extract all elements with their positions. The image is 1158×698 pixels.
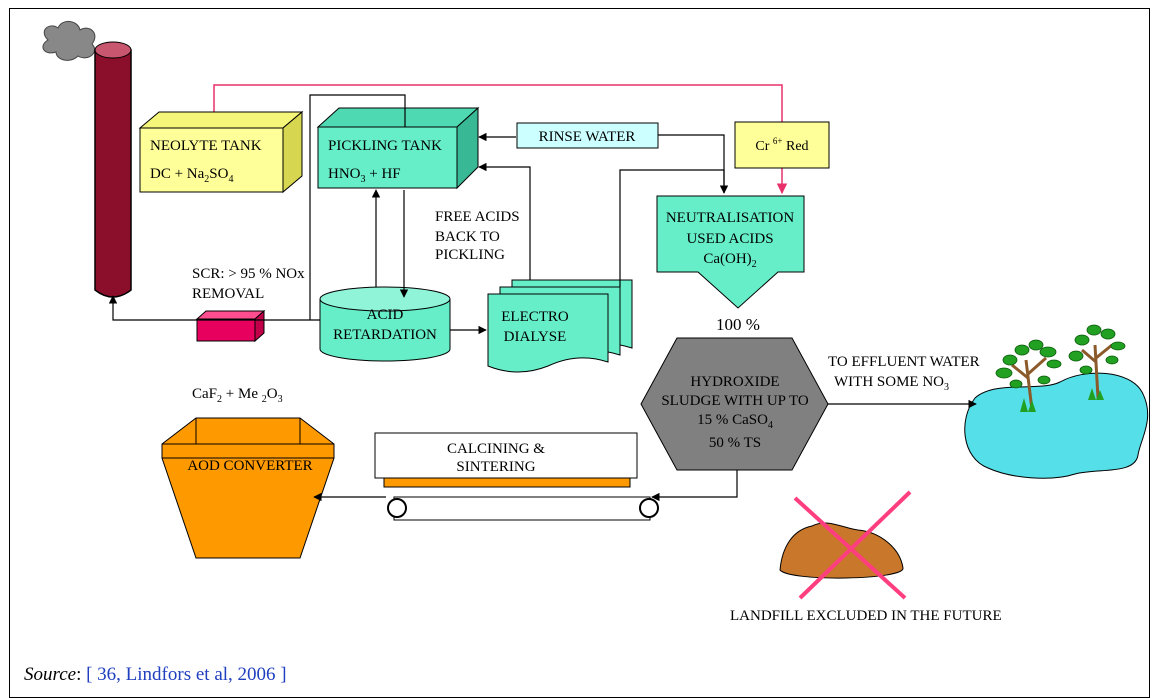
aod-product-label: CaF2 + Me 2O3 <box>192 386 283 405</box>
aod-converter-label: AOD CONVERTER <box>187 458 312 474</box>
source-colon: : <box>76 664 87 685</box>
neolyte-tank-title: NEOLYTE TANK <box>150 138 262 154</box>
chimney-stack-icon <box>42 21 132 298</box>
rinse-water-label: RINSE WATER <box>539 129 636 145</box>
scr-line2: REMOVAL <box>192 286 264 302</box>
hydroxide-sludge-unit: HYDROXIDE SLUDGE WITH UP TO 15 % CaSO4 5… <box>640 337 829 471</box>
calcining-line2: SINTERING <box>456 459 535 475</box>
cr-reduction-box: Cr 6+ Red <box>734 121 830 169</box>
hydroxide-line3: 15 % CaSO4 <box>697 412 773 431</box>
source-citation: Source: [ 36, Lindfors et al, 2006 ] <box>24 664 287 686</box>
source-reference-link[interactable]: [ 36, Lindfors et al, 2006 ] <box>86 664 287 685</box>
pickling-tank-contents: HNO3 + HF <box>328 166 401 185</box>
flow-connectors <box>108 94 977 502</box>
source-label: Source <box>24 664 77 685</box>
electro-dialyse-line1: ELECTRO <box>501 309 569 325</box>
hydroxide-line4: 50 % TS <box>709 435 761 451</box>
pond-trees-icon <box>964 324 1149 479</box>
rinse-water-box: RINSE WATER <box>516 122 659 149</box>
calcining-sintering-unit: CALCINING & SINTERING <box>374 432 659 521</box>
acid-retardation-unit: ACID RETARDATION <box>319 286 451 362</box>
cr-reduction-label: Cr 6+ Red <box>755 136 808 154</box>
effluent-line2: WITH SOME NO3 <box>834 374 949 393</box>
acid-retardation-line1: ACID <box>367 307 404 323</box>
control-line <box>213 84 788 195</box>
pickling-tank: PICKLING TANK HNO3 + HF <box>316 106 480 190</box>
landfill-excluded-icon <box>779 490 912 600</box>
free-acids-line2: BACK TO <box>435 229 500 245</box>
free-acids-line3: PICKLING <box>435 247 505 263</box>
calcining-line1: CALCINING & <box>447 441 545 457</box>
electro-dialyse-line2: DIALYSE <box>504 329 567 345</box>
aod-converter: AOD CONVERTER <box>161 417 335 559</box>
neolyte-tank: NEOLYTE TANK DC + Na2SO4 <box>138 110 304 194</box>
scr-line1: SCR: > 95 % NOx <box>192 266 305 282</box>
neolyte-tank-contents: DC + Na2SO4 <box>150 166 233 185</box>
hydroxide-line2: SLUDGE WITH UP TO <box>661 393 809 409</box>
electro-dialyse-unit: ELECTRO DIALYSE <box>487 279 633 373</box>
neutralisation-line1: NEUTRALISATION <box>666 210 794 226</box>
hydroxide-line1: HYDROXIDE <box>690 374 779 390</box>
acid-retardation-line2: RETARDATION <box>333 327 437 343</box>
landfill-label: LANDFILL EXCLUDED IN THE FUTURE <box>730 608 1002 624</box>
effluent-line1: TO EFFLUENT WATER <box>828 354 980 370</box>
scr-unit: SCR: > 95 % NOx REMOVAL <box>192 266 305 343</box>
pickling-tank-title: PICKLING TANK <box>328 138 442 154</box>
neutralisation-line2: USED ACIDS <box>686 231 773 247</box>
neutralisation-unit: NEUTRALISATION USED ACIDS Ca(OH)2 <box>656 195 805 309</box>
neutralisation-percent: 100 % <box>716 315 760 334</box>
free-acids-note: FREE ACIDS BACK TO PICKLING <box>435 209 520 263</box>
neutralisation-line3: Ca(OH)2 <box>703 251 756 270</box>
free-acids-line1: FREE ACIDS <box>435 209 520 225</box>
